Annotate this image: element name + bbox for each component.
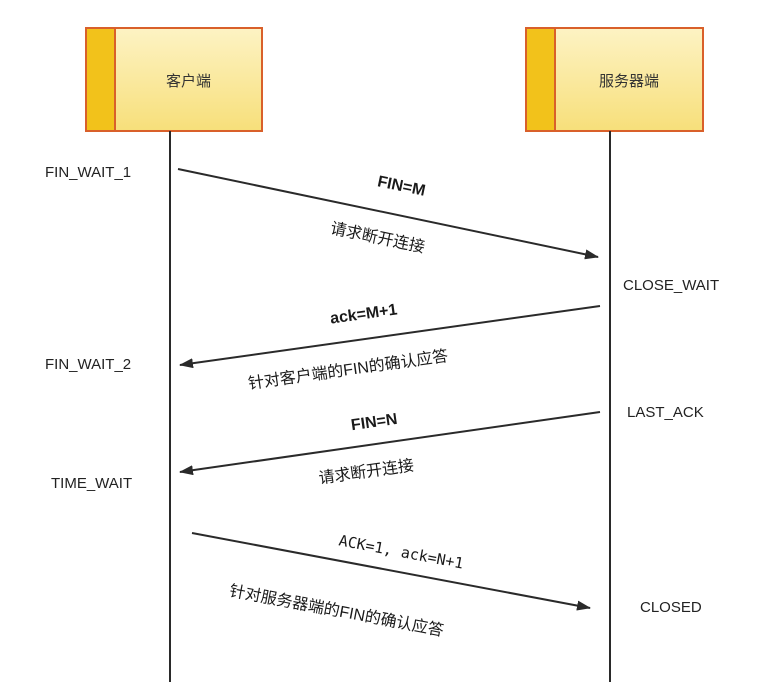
arrow-ack-m1 xyxy=(179,305,601,369)
state-close-wait: CLOSE_WAIT xyxy=(623,277,720,294)
client-label: 客户端 xyxy=(165,73,211,90)
state-fin-wait-1: FIN_WAIT_1 xyxy=(45,164,132,181)
state-last-ack: LAST_ACK xyxy=(627,404,704,421)
arrow-ack-n1 xyxy=(191,532,591,611)
arrow-fin-n xyxy=(179,411,601,476)
server-label: 服务器端 xyxy=(598,73,659,90)
state-fin-wait-2: FIN_WAIT_2 xyxy=(45,356,132,373)
state-closed: CLOSED xyxy=(640,599,702,616)
arrow-fin-m xyxy=(177,168,599,260)
server-box xyxy=(525,27,704,132)
client-box xyxy=(85,27,263,132)
state-time-wait: TIME_WAIT xyxy=(51,475,133,492)
